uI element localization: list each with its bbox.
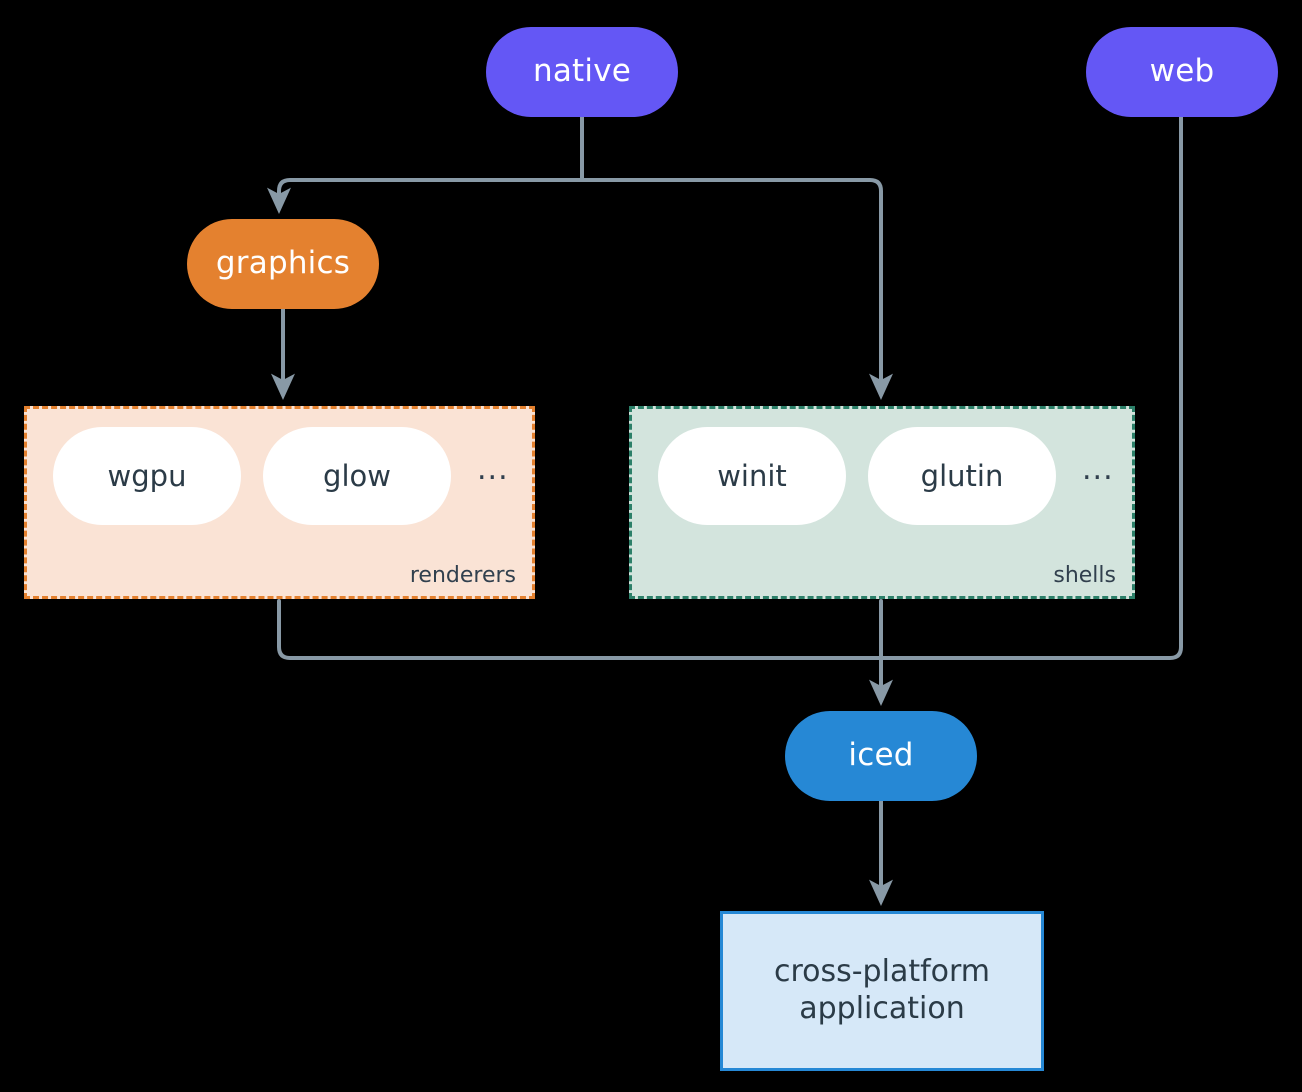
group-renderers: wgpu glow ... renderers xyxy=(24,406,535,599)
renderers-ellipsis: ... xyxy=(477,452,509,487)
edge-renderers-to-iced xyxy=(277,599,883,660)
node-iced[interactable]: iced xyxy=(785,711,977,801)
node-graphics[interactable]: graphics xyxy=(187,219,379,309)
group-renderers-items: wgpu glow ... xyxy=(27,427,509,525)
node-winit[interactable]: winit xyxy=(658,427,846,525)
node-web[interactable]: web xyxy=(1086,27,1278,117)
node-glutin[interactable]: glutin xyxy=(868,427,1056,525)
group-shells-label: shells xyxy=(1053,563,1116,588)
node-native[interactable]: native xyxy=(486,27,678,117)
node-cross-platform-application[interactable]: cross-platform application xyxy=(720,911,1044,1071)
shells-ellipsis: ... xyxy=(1082,452,1114,487)
node-wgpu[interactable]: wgpu xyxy=(53,427,241,525)
node-glow[interactable]: glow xyxy=(263,427,451,525)
group-shells: winit glutin ... shells xyxy=(629,406,1135,599)
group-renderers-label: renderers xyxy=(409,563,516,588)
group-shells-items: winit glutin ... xyxy=(632,427,1114,525)
edge-native-to-graphics xyxy=(266,178,584,215)
application-label-line2: application xyxy=(799,991,965,1026)
application-label-line1: cross-platform xyxy=(773,954,991,990)
edge-native-to-shells xyxy=(580,178,893,401)
